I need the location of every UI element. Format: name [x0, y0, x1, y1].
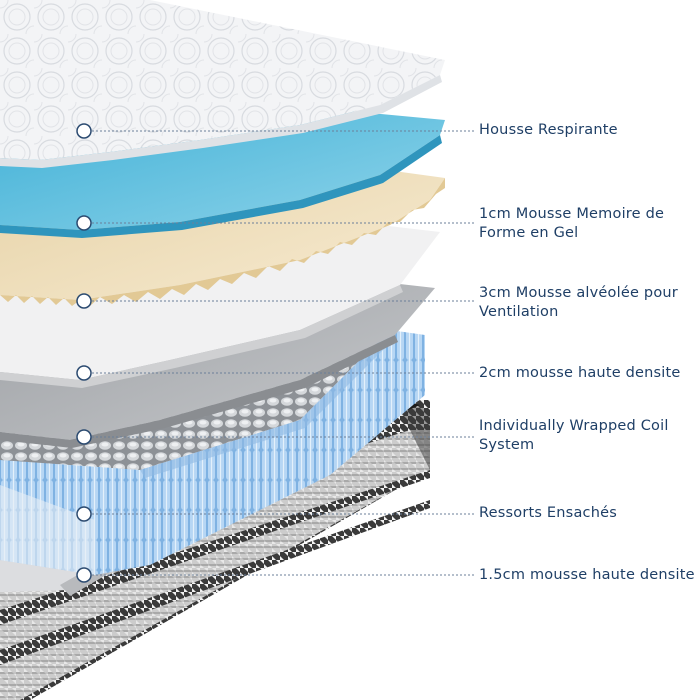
layer-label-ventilation-foam: 3cm Mousse alvéolée pour Ventilation — [479, 284, 694, 322]
layer-label-line: 1.5cm mousse haute densite — [479, 567, 695, 583]
marker-dot-2 — [76, 293, 92, 309]
layer-label-pocket-springs: Ressorts Ensachés — [479, 504, 694, 523]
layer-label-line: 2cm mousse haute densite — [479, 365, 681, 381]
layer-label-line: 3cm Mousse alvéolée pour — [479, 285, 678, 301]
layer-label-line: Ressorts Ensachés — [479, 505, 617, 521]
layer-label-line: Housse Respirante — [479, 122, 618, 138]
marker-dot-0 — [76, 123, 92, 139]
leader-lines — [76, 123, 475, 583]
layer-label-line: Ventilation — [479, 304, 559, 320]
layer-label-line: 1cm Mousse Memoire de — [479, 206, 665, 222]
layer-label-gel-memory-foam: 1cm Mousse Memoire de Forme en Gel — [479, 205, 694, 243]
marker-dot-1 — [76, 215, 92, 231]
layer-label-line: System — [479, 437, 535, 453]
layer-label-coil-system: Individually Wrapped Coil System — [479, 417, 694, 455]
marker-dot-6 — [76, 567, 92, 583]
layer-label-breathable-cover: Housse Respirante — [479, 121, 694, 140]
layer-label-bottom-foam: 1.5cm mousse haute densite — [479, 566, 695, 585]
quilted-cover-layer — [0, 0, 445, 168]
marker-dot-5 — [76, 506, 92, 522]
layer-label-line: Forme en Gel — [479, 225, 579, 241]
marker-dot-4 — [76, 429, 92, 445]
marker-dot-3 — [76, 365, 92, 381]
layer-label-line: Individually Wrapped Coil — [479, 418, 669, 434]
layer-label-high-density-foam: 2cm mousse haute densite — [479, 364, 694, 383]
